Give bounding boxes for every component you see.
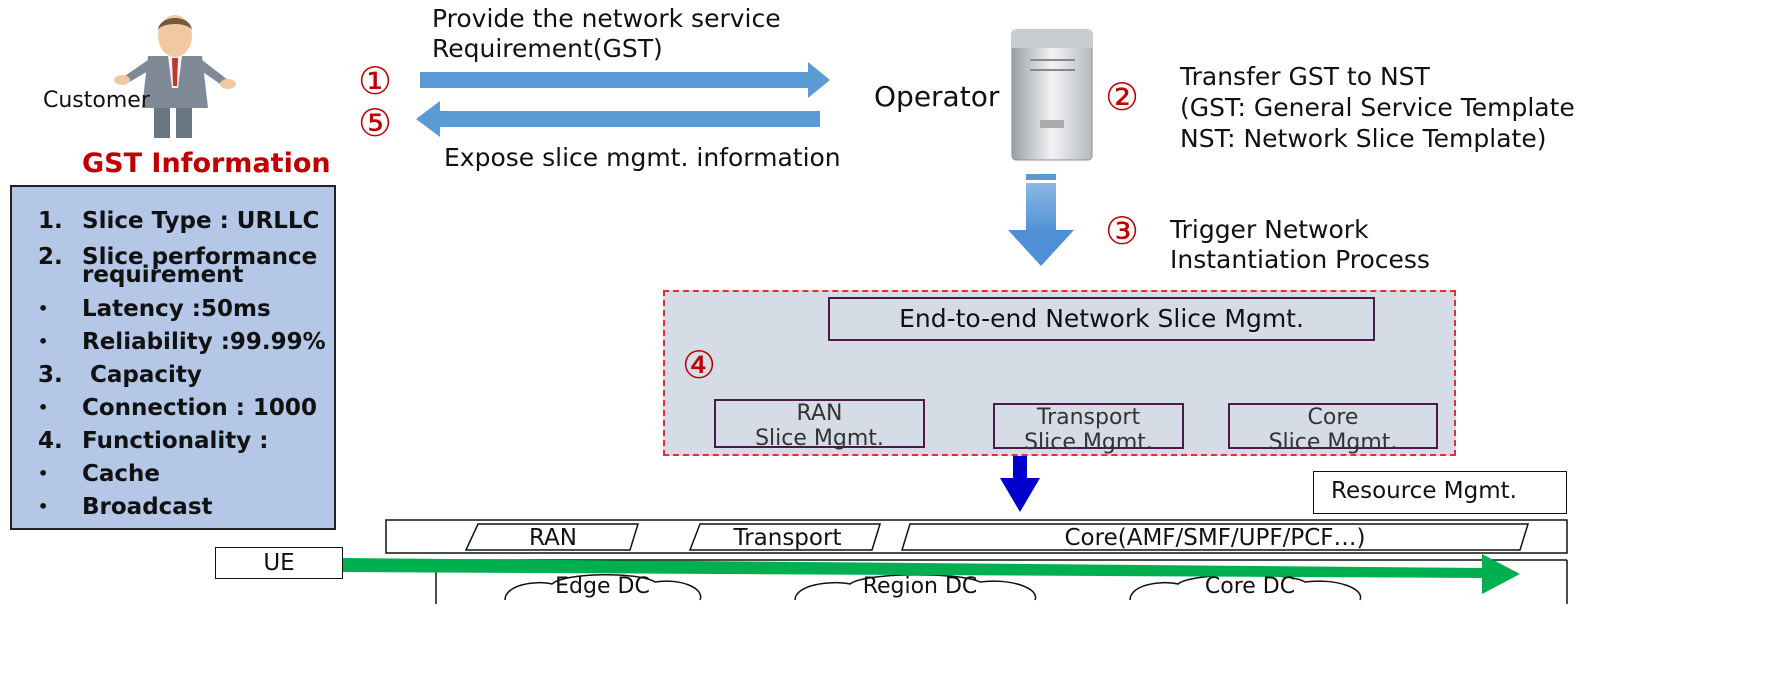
gst-panel: 1.Slice Type : URLLC 2.Slice performance…	[10, 185, 336, 530]
transport-parallelogram	[688, 523, 882, 551]
gst-title: GST Information	[82, 148, 331, 179]
gst-item: •Cache	[38, 461, 161, 487]
gst-item: 3. Capacity	[38, 362, 202, 388]
step3-text-line2: Instantiation Process	[1170, 245, 1430, 274]
step5-number: ⑤	[358, 101, 393, 145]
transport-slice-mgmt-line1: Transport	[1036, 405, 1141, 430]
gst-item-cont: requirement	[82, 262, 244, 288]
gst-item: •Broadcast	[38, 494, 213, 520]
gst-item: •Latency :50ms	[38, 296, 271, 322]
customer-label: Customer	[43, 88, 150, 113]
step3-text-line1: Trigger Network	[1170, 215, 1369, 244]
request-arrow	[420, 62, 830, 98]
network-transport-label: Transport	[733, 525, 842, 551]
resource-mgmt-box	[1313, 471, 1567, 514]
trigger-down-arrow	[1008, 174, 1074, 266]
step1-text-line1: Provide the network service	[432, 4, 781, 33]
ue-label: UE	[263, 550, 295, 576]
core-slice-mgmt-box: Core Slice Mgmt.	[1228, 403, 1438, 455]
step1-text-line2: Requirement(GST)	[432, 34, 663, 63]
customer-icon	[114, 15, 236, 138]
transport-slice-mgmt-box: Transport Slice Mgmt.	[993, 403, 1184, 455]
gst-item: 2.Slice performance	[38, 244, 318, 270]
ran-slice-mgmt-box: RAN Slice Mgmt.	[714, 399, 925, 451]
core-slice-mgmt-line2: Slice Mgmt.	[1268, 430, 1398, 455]
ran-parallelogram	[464, 523, 640, 551]
step2-number: ②	[1105, 75, 1140, 119]
gst-item: 4.Functionality :	[38, 428, 269, 454]
expose-arrow	[416, 101, 820, 137]
step2-text-line2: (GST: General Service Template	[1180, 93, 1575, 122]
edge-dc-cloud	[504, 573, 702, 601]
operator-label: Operator	[874, 80, 1000, 113]
edge-dc-label: Edge DC	[555, 574, 650, 599]
step5-text: Expose slice mgmt. information	[444, 143, 841, 172]
core-parallelogram	[900, 523, 1530, 551]
gst-item: •Reliability :99.99%	[38, 329, 326, 355]
step4-number: ④	[682, 343, 717, 387]
server-icon	[1011, 29, 1093, 161]
step2-text-line3: NST: Network Slice Template)	[1180, 124, 1547, 153]
ran-slice-mgmt-line2: Slice Mgmt.	[755, 426, 884, 451]
network-ran-label: RAN	[529, 525, 577, 551]
region-dc-label: Region DC	[862, 574, 978, 599]
e2e-slice-mgmt-box: End-to-end Network Slice Mgmt.	[828, 297, 1375, 341]
step3-number: ③	[1105, 209, 1140, 253]
core-slice-mgmt-line1: Core	[1307, 405, 1359, 430]
ue-traffic-arrow	[343, 554, 1520, 594]
ran-slice-mgmt-line1: RAN	[796, 401, 843, 426]
transport-slice-mgmt-line2: Slice Mgmt.	[1024, 430, 1153, 455]
step2-text-line1: Transfer GST to NST	[1180, 62, 1430, 91]
step1-number: ①	[358, 59, 393, 103]
network-core-label: Core(AMF/SMF/UPF/PCF…)	[1064, 525, 1366, 551]
slice-to-resource-arrow	[1000, 456, 1040, 512]
gst-item: •Connection : 1000	[38, 395, 317, 421]
core-dc-label: Core DC	[1204, 574, 1296, 599]
resource-mgmt-label: Resource Mgmt.	[1331, 478, 1517, 504]
ue-box	[215, 547, 343, 579]
gst-item: 1.Slice Type : URLLC	[38, 208, 320, 234]
